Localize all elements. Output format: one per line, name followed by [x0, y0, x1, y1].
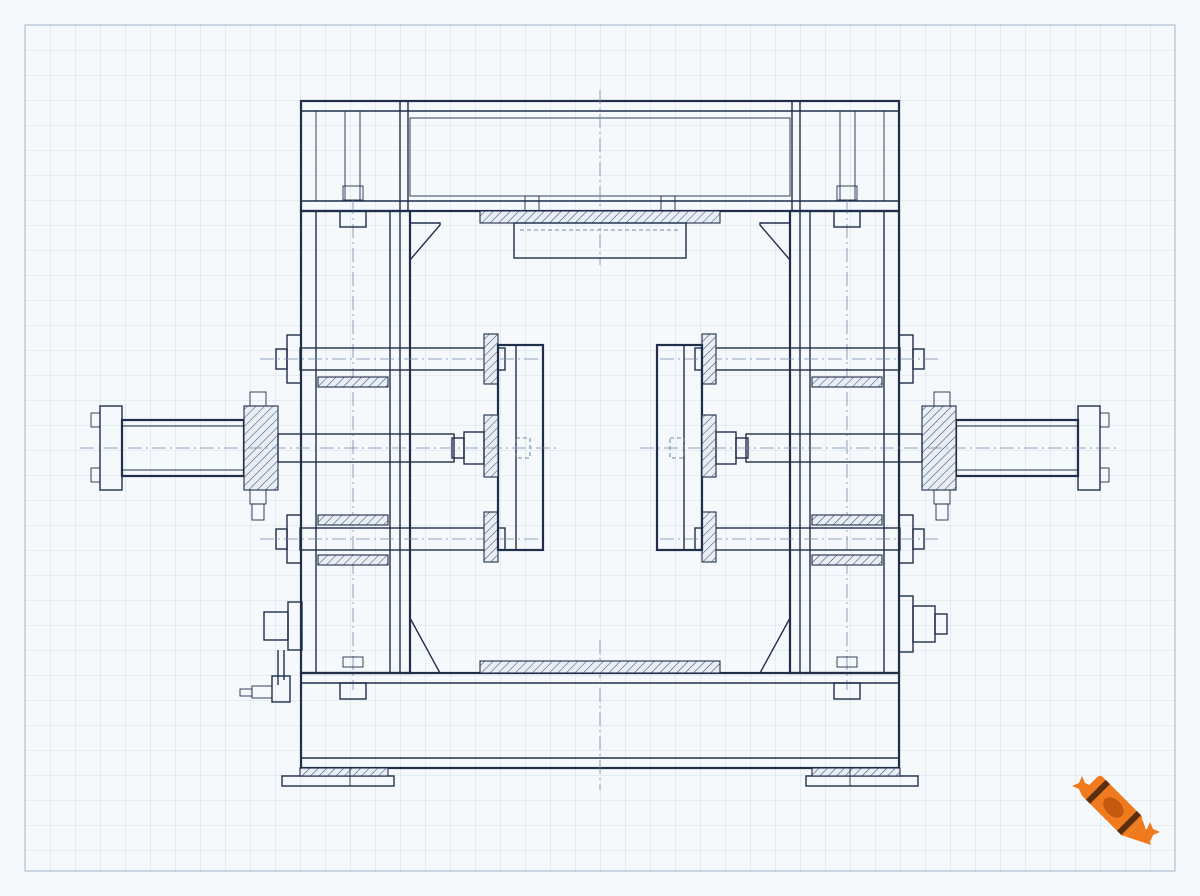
base-feet [281, 767, 919, 787]
left-hydraulic-cylinder [80, 391, 560, 521]
right-port-fitting [898, 595, 948, 653]
right-clamp-jaw [655, 333, 749, 563]
left-valve-fitting [239, 601, 303, 703]
right-guide-rods [660, 334, 940, 566]
right-hydraulic-cylinder [640, 391, 1120, 521]
bottom-clamp-plate [479, 660, 721, 674]
left-clamp-jaw [451, 333, 545, 563]
crayon-logo-icon [1072, 775, 1160, 845]
left-guide-rods [260, 334, 540, 566]
top-clamp-plate [479, 195, 721, 259]
